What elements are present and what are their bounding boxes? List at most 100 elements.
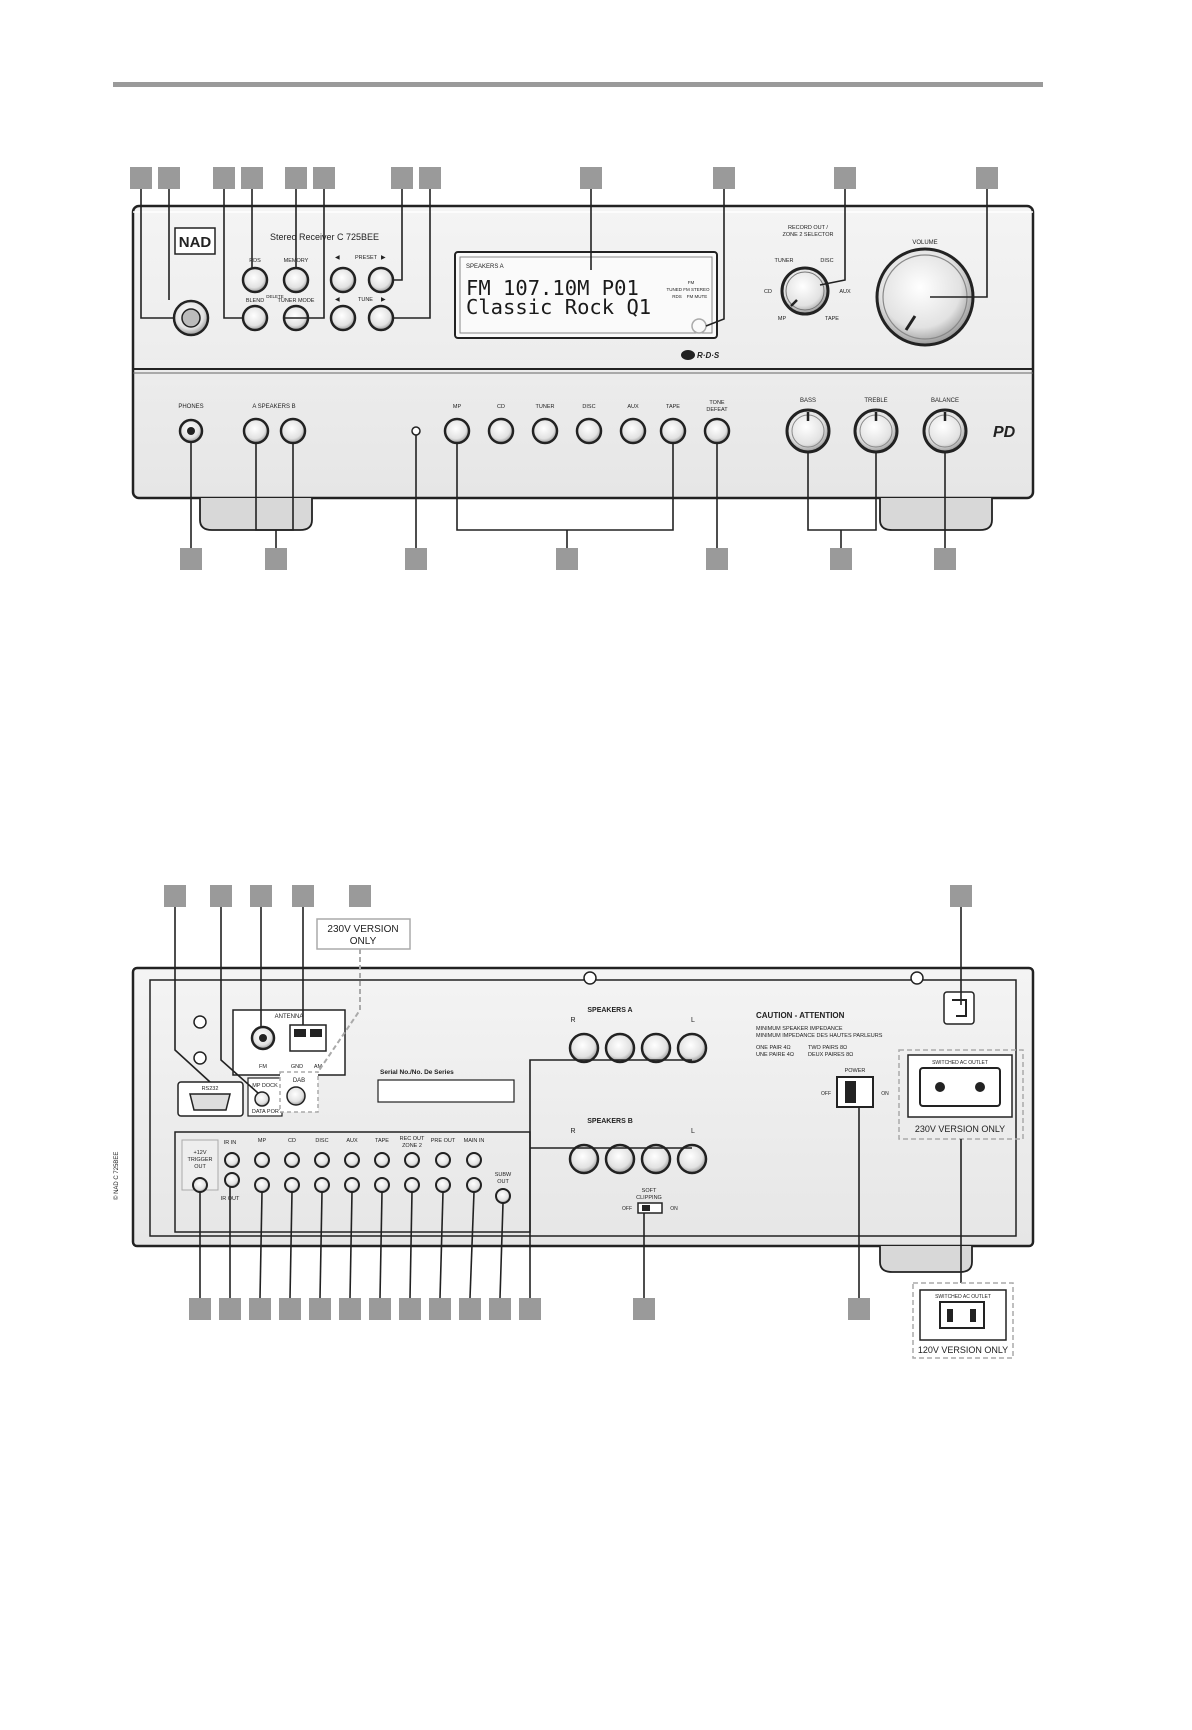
caution-min-impedance: MINIMUM SPEAKER IMPEDANCE bbox=[756, 1026, 843, 1032]
jack-disc-label: DISC bbox=[315, 1138, 328, 1144]
outlet-230-label: 230V VERSION ONLY bbox=[915, 1124, 1005, 1134]
rec-out-label-2: ZONE 2 bbox=[402, 1143, 422, 1149]
rds-logo-text: R·D·S bbox=[697, 351, 720, 360]
caution-une-paire: UNE PAIRE 4Ω bbox=[756, 1052, 794, 1058]
display-ind-mute: FM MUTE bbox=[687, 294, 708, 299]
input-tuner-button[interactable] bbox=[531, 417, 559, 445]
display-ind-tuned: TUNED FM STEREO bbox=[666, 287, 710, 292]
preset-down-button[interactable] bbox=[329, 266, 357, 294]
vfd-display bbox=[454, 251, 718, 339]
preset-label: PRESET bbox=[355, 255, 378, 261]
outlet-230v bbox=[907, 1054, 1013, 1118]
antenna-label: ANTENNA bbox=[275, 1014, 304, 1020]
tune-up-button[interactable] bbox=[367, 304, 395, 332]
trigger-label-1: +12V bbox=[194, 1150, 207, 1156]
speakers-a-terminals[interactable] bbox=[568, 1032, 708, 1064]
data-port-label: DATA PORT bbox=[252, 1109, 283, 1115]
ir-in-label: IR IN bbox=[224, 1140, 237, 1146]
rds-logo-mark bbox=[681, 350, 695, 360]
phones-jack[interactable] bbox=[178, 418, 204, 444]
blend-button[interactable] bbox=[241, 304, 269, 332]
outlet-120-label: 120V VERSION ONLY bbox=[918, 1345, 1008, 1355]
tone-defeat-button[interactable] bbox=[703, 417, 731, 445]
selector-mp: MP bbox=[778, 316, 787, 322]
power-on-label: ON bbox=[881, 1091, 889, 1097]
gnd-label: GND bbox=[291, 1064, 303, 1070]
fm-label: FM bbox=[259, 1064, 267, 1070]
input-aux-button[interactable] bbox=[619, 417, 647, 445]
speakers-b-label: SPEAKERS B bbox=[587, 1118, 633, 1125]
display-ind-rds: RDS bbox=[672, 294, 682, 299]
volume-knob[interactable] bbox=[875, 247, 975, 347]
caution-min-impedance-fr: MINIMUM IMPEDANCE DES HAUTES PARLEURS bbox=[756, 1033, 883, 1039]
outlet-120v bbox=[919, 1289, 1007, 1341]
ir-out-jack[interactable] bbox=[224, 1172, 240, 1188]
front-leader-lines bbox=[140, 189, 988, 327]
speakers-a-r: R bbox=[570, 1017, 575, 1024]
power-switch[interactable] bbox=[836, 1076, 874, 1108]
memory-button[interactable] bbox=[282, 266, 310, 294]
copyright-text: © NAD C 725BEE bbox=[113, 1152, 120, 1200]
tune-label: TUNE bbox=[358, 297, 373, 303]
rds-label: RDS bbox=[249, 258, 261, 264]
speakers-a-l: L bbox=[691, 1017, 695, 1024]
rear-callouts-top bbox=[164, 885, 972, 907]
dab-label: DAB bbox=[293, 1078, 305, 1084]
input-label-cd: CD bbox=[497, 404, 505, 410]
jack-mp-label: MP bbox=[258, 1138, 267, 1144]
front-callouts-bottom bbox=[180, 548, 956, 570]
jack-cd-label: CD bbox=[288, 1138, 296, 1144]
trigger-out-jack[interactable] bbox=[192, 1177, 208, 1193]
trigger-label-2: TRIGGER bbox=[187, 1157, 212, 1163]
am-antenna-terminals[interactable] bbox=[289, 1024, 327, 1052]
tone-defeat-label-1: TONE bbox=[709, 400, 725, 406]
zone2-selector-knob[interactable] bbox=[780, 266, 830, 316]
balance-knob[interactable] bbox=[922, 408, 968, 454]
subw-label-2: OUT bbox=[497, 1179, 509, 1185]
rear-callouts-bottom bbox=[189, 1298, 870, 1320]
fm-antenna-jack[interactable] bbox=[250, 1025, 276, 1051]
front-leader-lines-bottom bbox=[190, 435, 946, 548]
power-button[interactable] bbox=[172, 299, 210, 337]
soft-off-label: OFF bbox=[622, 1206, 632, 1212]
treble-knob[interactable] bbox=[853, 408, 899, 454]
caution-two-pairs: TWO PAIRS 8Ω bbox=[808, 1045, 847, 1051]
display-line-1: FM 107.10M P01 bbox=[466, 276, 639, 300]
version-230-line-2: ONLY bbox=[350, 936, 377, 947]
soft-clipping-1: SOFT bbox=[642, 1188, 657, 1194]
blend-label: BLEND bbox=[246, 298, 264, 304]
display-speakers: SPEAKERS A bbox=[466, 264, 504, 270]
dab-port[interactable] bbox=[286, 1086, 306, 1106]
soft-clipping-switch[interactable] bbox=[637, 1202, 663, 1214]
standby-led bbox=[411, 426, 421, 436]
input-mp-button[interactable] bbox=[443, 417, 471, 445]
selector-tuner: TUNER bbox=[775, 258, 794, 264]
caution-deux-paires: DEUX PAIRES 8Ω bbox=[808, 1052, 853, 1058]
input-cd-button[interactable] bbox=[487, 417, 515, 445]
version-230-callout bbox=[316, 918, 411, 950]
preset-right-arrow: ▶ bbox=[381, 255, 386, 261]
trigger-label-3: OUT bbox=[194, 1164, 206, 1170]
rs232-port[interactable] bbox=[189, 1093, 231, 1111]
selector-tape: TAPE bbox=[825, 316, 839, 322]
phones-label: PHONES bbox=[178, 404, 203, 410]
input-tape-button[interactable] bbox=[659, 417, 687, 445]
input-disc-button[interactable] bbox=[575, 417, 603, 445]
bass-knob[interactable] bbox=[785, 408, 831, 454]
mp-dock-port[interactable] bbox=[254, 1091, 270, 1107]
ir-in-jack[interactable] bbox=[224, 1152, 240, 1168]
power-cord-clamp bbox=[943, 991, 975, 1025]
tune-down-button[interactable] bbox=[329, 304, 357, 332]
speakers-b-button[interactable] bbox=[279, 417, 307, 445]
outlet-230-switched: SWITCHED AC OUTLET bbox=[932, 1060, 988, 1066]
speakers-b-terminals[interactable] bbox=[568, 1143, 708, 1175]
preset-up-button[interactable] bbox=[367, 266, 395, 294]
speakers-a-button[interactable] bbox=[242, 417, 270, 445]
caution-one-pair: ONE PAIR 4Ω bbox=[756, 1045, 791, 1051]
rds-button[interactable] bbox=[241, 266, 269, 294]
pre-out-label: PRE OUT bbox=[431, 1138, 456, 1144]
mp-dock-label: MP DOCK bbox=[252, 1083, 278, 1089]
jack-tape-label: TAPE bbox=[375, 1138, 389, 1144]
delete-label: DELETE bbox=[266, 294, 284, 299]
display-line-2: Classic Rock Q1 bbox=[466, 295, 651, 319]
